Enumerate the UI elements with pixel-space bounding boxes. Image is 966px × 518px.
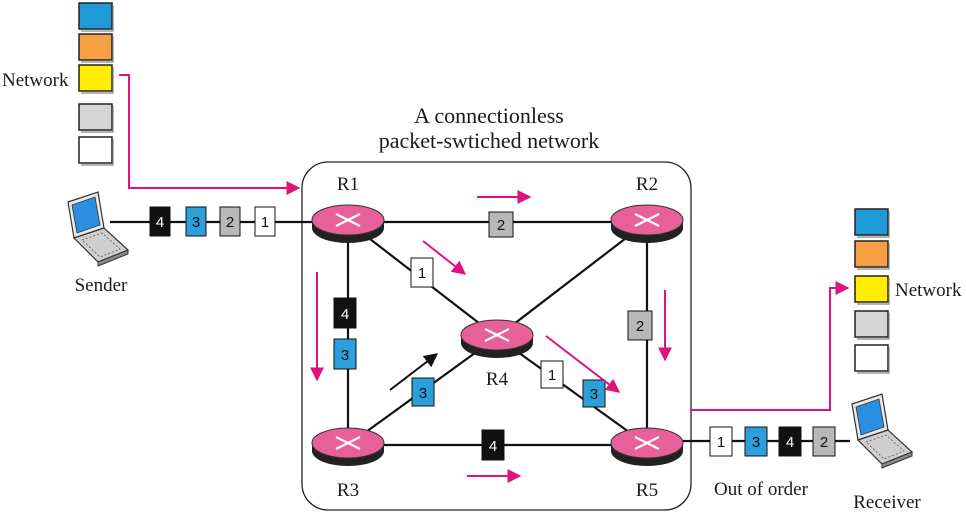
packet-3-r1-r3: [333, 338, 357, 370]
packet-label: 3: [752, 434, 760, 451]
sender-to-network-arrow-icon: [119, 74, 301, 195]
arrow-icon: [422, 240, 467, 275]
packet-1: [709, 426, 733, 457]
router-r4: [459, 318, 535, 360]
arrow-icon: [389, 353, 439, 391]
title-line-1: A connectionless: [414, 103, 564, 128]
router-r5: [609, 426, 685, 468]
sender-laptop-icon: [67, 191, 129, 267]
arrow-icon: [545, 335, 621, 393]
router-r1: [310, 203, 386, 245]
packet-label: 4: [786, 434, 794, 451]
router-label-r3: R3: [337, 480, 359, 501]
network-label-right: Network: [895, 280, 962, 301]
packet-label: 2: [226, 214, 234, 231]
packet-1: [254, 206, 276, 237]
out-of-order-label: Out of order: [714, 479, 809, 500]
router-label-r1: R1: [337, 174, 359, 195]
stack-layer-blue: [78, 2, 113, 30]
packet-label: 3: [341, 347, 349, 364]
packet-2: [219, 206, 241, 237]
packet-4: [778, 426, 802, 457]
router-label-r2: R2: [636, 174, 658, 195]
stack-layer-blue: [854, 208, 889, 236]
packet-label: 4: [489, 438, 497, 455]
receiver-laptop-icon: [851, 393, 913, 469]
packet-2-r2-r5: [627, 310, 653, 341]
stack-layer-orange: [78, 33, 113, 61]
packet-3: [185, 206, 207, 237]
sender-network-stack: [78, 2, 113, 164]
stack-layer-gray: [78, 103, 113, 131]
packet-4: [149, 206, 171, 237]
stack-layer-white: [854, 344, 889, 372]
r4-r5-link: [496, 336, 648, 446]
title-line-2: packet-swtiched network: [379, 128, 600, 153]
packet-label: 3: [590, 386, 598, 403]
packet-label: 3: [419, 385, 427, 402]
receiver-packets: 1 3 4 2: [709, 426, 836, 457]
direction-arrows: [119, 74, 850, 483]
sender-packets: 4 3 2 1: [149, 206, 276, 237]
packet-2-r1-r2: [488, 211, 514, 238]
packet-4-r3-r5: [481, 429, 505, 461]
network-boundary: [301, 161, 692, 511]
packet-label: 4: [156, 214, 164, 231]
packet-1-r1-r4: [410, 257, 434, 288]
packet-3: [744, 426, 768, 457]
packet-label: 2: [636, 318, 644, 335]
receiver-label: Receiver: [853, 492, 921, 513]
network-to-receiver-arrow-icon: [690, 281, 850, 411]
network-packets: 2 1 4 3 3 1 3 2 4: [333, 211, 653, 461]
packet-4-r1-r3: [333, 297, 357, 329]
packet-label: 3: [192, 214, 200, 231]
packet-1-r4-r5: [540, 360, 564, 389]
router-r3: [310, 426, 386, 468]
packet-label: 1: [548, 367, 556, 384]
packet-label: 1: [261, 214, 269, 231]
packet-label: 4: [341, 306, 349, 323]
packet-3-r4-r5: [582, 379, 606, 408]
router-label-r5: R5: [636, 480, 658, 501]
packet-2: [812, 426, 836, 457]
packet-label: 1: [418, 265, 426, 282]
router-r2: [609, 203, 685, 245]
r2-r4-link: [496, 221, 648, 338]
sender-label: Sender: [75, 275, 128, 296]
packet-label: 1: [717, 434, 725, 451]
stack-layer-yellow: [78, 64, 113, 92]
stack-layer-yellow: [854, 275, 889, 303]
receiver-network-stack: [854, 208, 889, 372]
stack-layer-gray: [854, 310, 889, 338]
packet-label: 2: [497, 217, 505, 234]
packet-label: 2: [820, 434, 828, 451]
packet-3-r3-r4: [411, 377, 435, 407]
stack-layer-orange: [854, 240, 889, 268]
stack-layer-white: [78, 136, 113, 164]
router-label-r4: R4: [486, 369, 509, 390]
network-label-left: Network: [2, 70, 69, 91]
